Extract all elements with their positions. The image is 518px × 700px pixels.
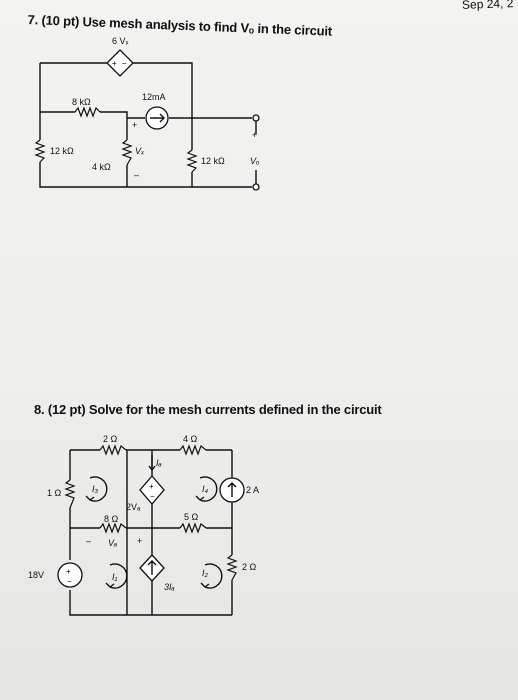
label-va-minus: – [86, 536, 92, 546]
svg-text:+: + [66, 567, 71, 576]
wire-output [192, 117, 252, 188]
current-source-2a [219, 477, 245, 503]
resistor-1 [64, 479, 76, 509]
label-va: Vₐ [108, 538, 118, 548]
label-12ma: 12mA [142, 92, 166, 102]
label-6vx: 6 Vₓ [112, 36, 129, 46]
problem-8-heading: 8. (12 pt) Solve for the mesh currents d… [34, 402, 382, 417]
label-va-plus: + [137, 536, 143, 546]
label-i4: I₄ [202, 484, 209, 494]
svg-text:−: − [67, 577, 72, 586]
label-vo: Vₒ [250, 156, 260, 166]
label-1ohm: 1 Ω [47, 488, 62, 498]
resistor-5 [179, 522, 207, 534]
dependent-voltage-source-6vx: + − [106, 49, 134, 77]
resistor-12k-left [34, 139, 46, 163]
label-vx-minus: – [134, 170, 140, 180]
label-2a: 2 A [246, 485, 260, 495]
label-i1: I₁ [112, 572, 118, 582]
svg-text:−: − [122, 59, 127, 68]
label-i2: I₂ [202, 568, 208, 578]
label-ia: Iₐ [156, 458, 162, 468]
ia-arrow [148, 455, 156, 472]
label-3ia: 3Iₐ [164, 582, 175, 592]
resistor-8 [99, 522, 127, 534]
resistor-8k [74, 106, 101, 118]
mesh-arrow-i4 [195, 476, 218, 502]
dependent-current-source-3ia [139, 554, 165, 582]
svg-text:+: + [149, 482, 154, 491]
label-12k-left: 12 kΩ [50, 146, 74, 156]
voltage-source-18v: + − [57, 562, 83, 588]
mesh-arrow-i2 [200, 563, 223, 589]
wire-mid [40, 111, 128, 187]
label-8k: 8 kΩ [72, 97, 91, 107]
resistor-2-right [226, 554, 238, 581]
resistor-4k [121, 139, 133, 166]
wire-left-8 [69, 450, 232, 616]
current-source-12ma [145, 106, 169, 130]
label-i3: I₃ [92, 484, 99, 494]
resistor-4 [179, 444, 207, 456]
label-vo-plus: + [252, 130, 258, 140]
wire-top-right [133, 62, 193, 106]
label-vx-plus: + [132, 120, 138, 130]
label-5ohm: 5 Ω [184, 512, 199, 522]
resistor-2 [99, 444, 127, 456]
label-2va: 2Vₐ [126, 502, 141, 512]
label-4ohm: 4 Ω [183, 434, 198, 444]
wire-left [39, 63, 127, 188]
svg-text:+: + [112, 59, 117, 68]
label-2ohm-right: 2 Ω [242, 562, 257, 572]
label-4k: 4 kΩ [92, 162, 111, 172]
dependent-voltage-source-2va: + − [139, 475, 165, 505]
label-8ohm: 8 Ω [104, 514, 119, 524]
label-vx: Vₓ [135, 146, 145, 156]
resistor-12k-right [186, 149, 198, 173]
label-2ohm: 2 Ω [103, 434, 118, 444]
label-18v: 18V [28, 570, 45, 580]
mesh-arrow-i3 [85, 476, 108, 502]
svg-text:−: − [150, 492, 155, 501]
label-12k-right: 12 kΩ [201, 156, 225, 166]
mesh-arrow-i1 [105, 563, 128, 589]
